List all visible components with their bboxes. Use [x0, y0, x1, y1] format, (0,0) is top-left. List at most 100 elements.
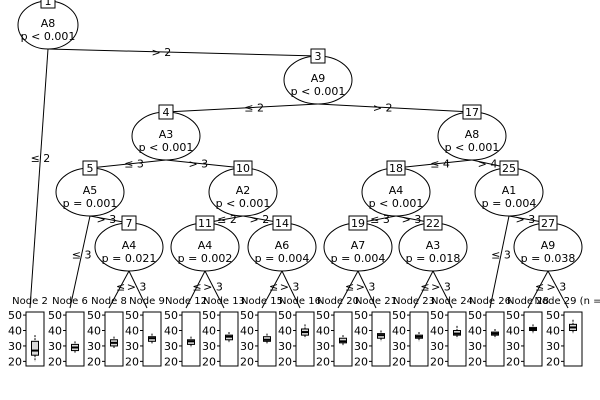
node-variable: A8 [41, 17, 56, 30]
edge-label: > 2 [152, 46, 172, 59]
node-id-box [423, 215, 443, 231]
leaf-label: Node 29 (n = [535, 296, 600, 307]
axis-tick-label: 40 [8, 325, 22, 338]
boxplot-frame [333, 311, 353, 367]
node-id-box [195, 215, 215, 231]
node-variable: A8 [465, 128, 480, 141]
axis-tick-label: 50 [354, 309, 368, 322]
edge-1-2 [29, 48, 49, 309]
edge-7-8 [108, 270, 130, 309]
leaf-label: Node 13 [203, 296, 245, 307]
box [31, 340, 39, 356]
axis-tick-label: 30 [240, 340, 254, 353]
node-id-box [82, 160, 98, 176]
node-id-box [348, 215, 368, 231]
edge-label: ≤ 3 [370, 213, 390, 226]
axis-tick-label: 20 [354, 355, 368, 368]
axis-tick-label: 40 [354, 325, 368, 338]
node-id: 10 [236, 162, 250, 175]
axis-tick-label: 50 [468, 309, 482, 322]
axis-tick-label: 40 [506, 325, 520, 338]
node-p-value: p = 0.002 [178, 252, 233, 265]
leaf-label: Node 24 [431, 296, 473, 307]
node-id: 7 [126, 217, 133, 230]
axis-tick-label: 20 [125, 355, 139, 368]
edge-25-26 [489, 215, 510, 309]
node-id: 4 [163, 106, 170, 119]
axis-tick-label: 40 [392, 325, 406, 338]
boxplot-frame [142, 311, 162, 367]
axis-tick-label: 30 [392, 340, 406, 353]
node-variable: A7 [351, 239, 366, 252]
node-id: 25 [502, 162, 516, 175]
axis-tick-label: 50 [202, 309, 216, 322]
leaf-label: Node 2 [12, 296, 48, 307]
boxplot-frame [104, 311, 124, 367]
node-id-box [386, 160, 406, 176]
edge-label: > 3 [203, 281, 223, 294]
node-id: 18 [389, 162, 403, 175]
axis-tick-label: 50 [430, 309, 444, 322]
node-p-value: p = 0.021 [102, 252, 157, 265]
axis-tick-label: 20 [392, 355, 406, 368]
axis-tick-label: 20 [430, 355, 444, 368]
edge-label: > 3 [97, 213, 117, 226]
boxplot-frame [181, 311, 201, 367]
axis-tick-label: 40 [240, 325, 254, 338]
axis-tick-label: 20 [316, 355, 330, 368]
edge-label: ≤ 2 [217, 213, 237, 226]
leaf-label: Node 28 [507, 296, 549, 307]
axis-tick-label: 40 [164, 325, 178, 338]
leaf-label: Node 12 [165, 296, 207, 307]
node-id: 14 [275, 217, 289, 230]
edge-label: ≤ [535, 281, 544, 294]
boxplot-frame [409, 311, 429, 367]
axis-tick-label: 30 [48, 340, 62, 353]
node-p-value: p < 0.001 [139, 141, 194, 154]
edges: ≤ 2> 2≤ 2> 2≤ 3> 3≤ 4> 4≤ 3> 3≤ 2> 2≤ 3>… [29, 46, 569, 309]
node-variable: A2 [236, 184, 251, 197]
node-p-value: p = 0.004 [482, 197, 537, 210]
axis-tick-label: 50 [125, 309, 139, 322]
node-id-box [121, 215, 137, 231]
axis-tick-label: 40 [430, 325, 444, 338]
node-variable: A9 [311, 72, 326, 85]
edge-17-18 [395, 159, 473, 169]
edge-4-5 [89, 159, 167, 169]
axis-tick-label: 40 [202, 325, 216, 338]
leaf-label: Node 8 [91, 296, 127, 307]
edge-label: > 3 [280, 281, 300, 294]
axis-tick-label: 20 [546, 355, 560, 368]
node-p-value: p < 0.001 [216, 197, 271, 210]
edge-3-17 [317, 103, 473, 113]
edge-label: ≤ 3 [124, 157, 144, 170]
edge-27-29 [547, 270, 569, 309]
axis-tick-label: 50 [164, 309, 178, 322]
node-variable: A1 [502, 184, 517, 197]
edge-3-4 [165, 103, 319, 113]
axis-tick-label: 30 [164, 340, 178, 353]
axis-tick-label: 30 [354, 340, 368, 353]
edge-label: ≤ [269, 281, 278, 294]
axis-tick-label: 40 [125, 325, 139, 338]
node-variable: A3 [159, 128, 174, 141]
node-id: 11 [198, 217, 212, 230]
leaf-label: Node 26 [469, 296, 511, 307]
node-p-value: p = 0.004 [255, 252, 310, 265]
node-id-box [499, 160, 519, 176]
axis-tick-label: 40 [48, 325, 62, 338]
node-variable: A4 [198, 239, 213, 252]
node-id: 19 [351, 217, 365, 230]
node-variable: A4 [122, 239, 137, 252]
edge-11-13 [204, 270, 225, 309]
node-id: 27 [541, 217, 555, 230]
axis-tick-label: 40 [316, 325, 330, 338]
